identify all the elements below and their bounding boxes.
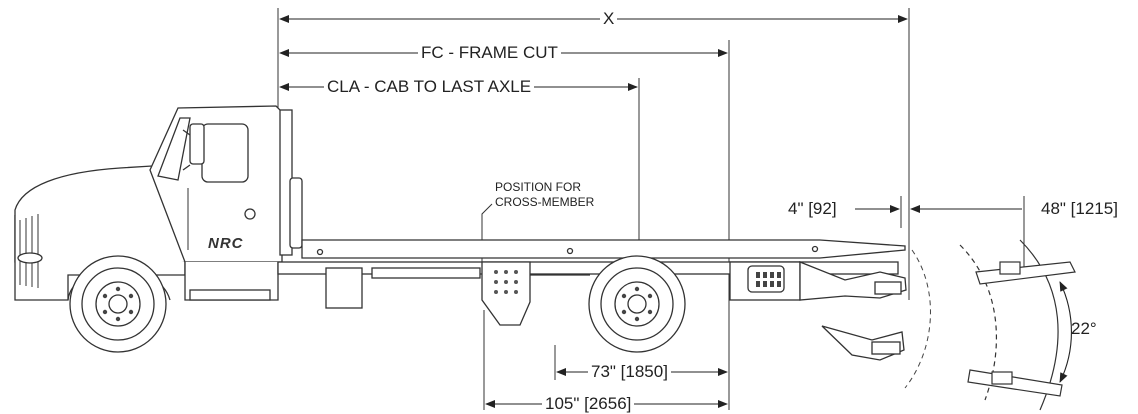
swing-arc xyxy=(904,249,931,389)
dimension-crossmember-offset-label: 105" [2656] xyxy=(542,395,635,412)
dimension-frame-cut-label: FC - FRAME CUT xyxy=(418,44,561,61)
rear-wheel xyxy=(588,255,686,353)
wheel-lift-detail xyxy=(959,239,1076,411)
tilt-angle-label: 22° xyxy=(1071,319,1097,338)
dimension-cla-label: CLA - CAB TO LAST AXLE xyxy=(324,78,535,95)
dimension-extension-label: 48" [1215] xyxy=(1038,200,1121,217)
truck-body xyxy=(14,105,907,361)
dimension-overhang-label: 4" [92] xyxy=(785,200,840,217)
dimension-x-label: X xyxy=(600,10,618,27)
dimension-axle-offset-label: 73" [1850] xyxy=(588,363,671,380)
front-wheel xyxy=(69,255,167,353)
crossmember-note-line1: POSITION FOR xyxy=(495,180,582,194)
truck-logo: NRC xyxy=(208,235,244,252)
crossmember-note: POSITION FOR CROSS-MEMBER xyxy=(495,180,594,210)
crossmember-note-line2: CROSS-MEMBER xyxy=(495,195,595,209)
